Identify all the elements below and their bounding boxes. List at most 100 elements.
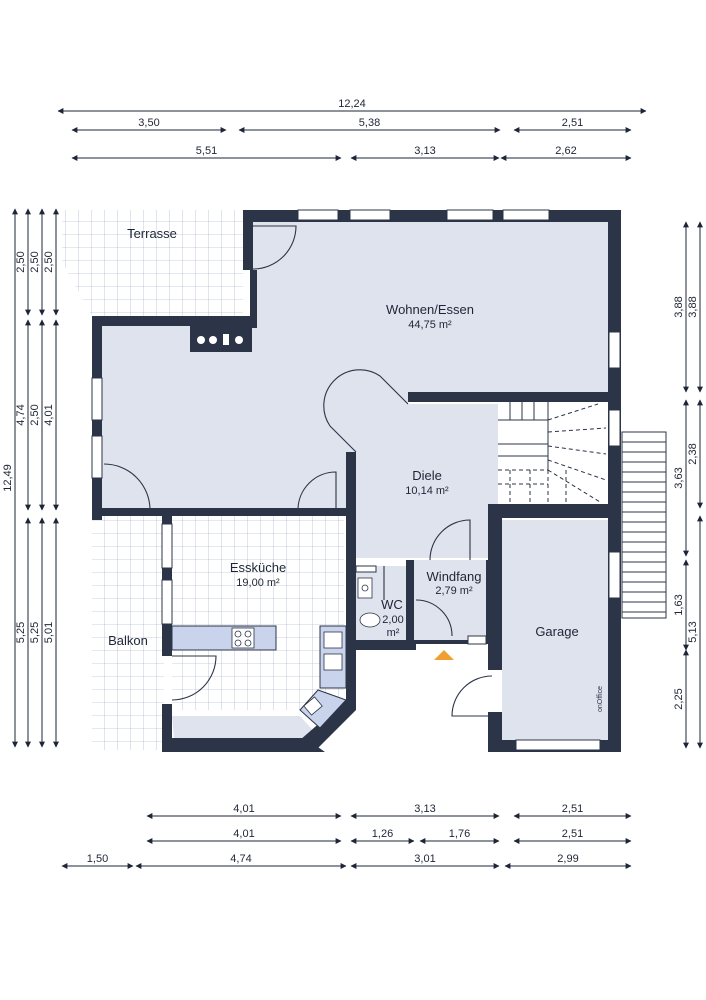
dim-bottom-row2: 2,51 (513, 828, 632, 844)
dim-left-col4: 5,01 (43, 517, 59, 748)
svg-text:5,25: 5,25 (15, 622, 27, 643)
balkon-floor (92, 516, 164, 750)
svg-text:3,88: 3,88 (687, 296, 699, 317)
wc-fixtures (357, 577, 381, 628)
dim-right-col2: 2,38 (687, 399, 703, 509)
svg-text:2,51: 2,51 (562, 803, 583, 815)
svg-text:1,76: 1,76 (449, 828, 470, 840)
doors (103, 225, 493, 717)
wohnen-essen-floor (100, 222, 608, 510)
room-name-wc: WC (381, 597, 403, 612)
svg-text:2,38: 2,38 (687, 443, 699, 464)
svg-text:2,50: 2,50 (29, 251, 41, 272)
dim-left-col2: 2,50 (15, 208, 31, 316)
room-name-balkon: Balkon (108, 633, 148, 648)
room-name-wohnen: Wohnen/Essen (386, 302, 474, 317)
dim-bottom-row3: 1,50 (61, 853, 134, 869)
dim-left-col3: 2,50 (29, 208, 45, 316)
room-name-diele: Diele (412, 468, 442, 483)
room-name-garage: Garage (535, 624, 578, 639)
dim-top-row2: 5,38 (238, 117, 501, 133)
svg-text:12,49: 12,49 (2, 464, 14, 492)
dimension-lines: 12,24 3,50 5,38 2,51 5,51 3,13 2,62 4,01 3,13 2,5… (2, 98, 703, 869)
dim-bottom-row1: 4,01 (146, 803, 342, 819)
svg-text:2,99: 2,99 (557, 853, 578, 865)
dim-right-col1: 2,25 (673, 649, 689, 749)
stairs-interior (498, 402, 608, 504)
dim-top-row3: 2,62 (500, 145, 632, 161)
dim-right-col2: 3,88 (687, 221, 703, 393)
svg-text:2,25: 2,25 (673, 688, 685, 709)
dim-bottom-row2: 1,76 (419, 828, 500, 844)
dim-top-row3: 5,51 (71, 145, 342, 161)
windows (91, 209, 621, 751)
svg-text:5,13: 5,13 (687, 621, 699, 642)
svg-text:3,63: 3,63 (673, 467, 685, 488)
diele-floor (356, 404, 498, 558)
esskueche-floor (172, 516, 344, 710)
kitchen-furniture (171, 625, 347, 729)
svg-text:4,01: 4,01 (233, 828, 254, 840)
svg-text:12,24: 12,24 (338, 98, 366, 110)
dim-bottom-row3: 4,74 (135, 853, 347, 869)
svg-text:2,50: 2,50 (29, 404, 41, 425)
dim-top-row2: 2,51 (513, 117, 632, 133)
room-area-esskueche: 19,00 m² (236, 577, 280, 589)
svg-text:2,62: 2,62 (555, 145, 576, 157)
svg-text:3,13: 3,13 (414, 803, 435, 815)
dim-right-col2: 5,13 (687, 515, 703, 749)
svg-text:3,50: 3,50 (138, 117, 159, 129)
svg-text:1,26: 1,26 (372, 828, 393, 840)
dim-left-col3: 2,50 (29, 319, 45, 511)
room-name-esskueche: Essküche (230, 560, 286, 575)
dim-left-col2: 4,74 (15, 319, 31, 511)
svg-text:5,51: 5,51 (196, 145, 217, 157)
svg-text:4,74: 4,74 (15, 404, 27, 425)
svg-text:3,01: 3,01 (414, 853, 435, 865)
dim-left-col4: 2,50 (43, 208, 59, 316)
svg-text:4,74: 4,74 (230, 853, 251, 865)
garage-floor (502, 520, 608, 740)
room-area-wc-line2: m² (387, 627, 400, 639)
stairs-exterior (621, 431, 667, 619)
dim-left-col2: 5,25 (15, 517, 31, 748)
room-area-wohnen: 44,75 m² (408, 319, 452, 331)
svg-text:1,63: 1,63 (673, 594, 685, 615)
watermark-logo: onOffice (597, 686, 604, 712)
dim-right-col1: 3,88 (673, 221, 689, 393)
svg-text:2,50: 2,50 (43, 251, 55, 272)
dim-top-row2: 3,50 (71, 117, 227, 133)
room-name-terrasse: Terrasse (127, 226, 177, 241)
entrance-arrow-icon (434, 650, 454, 660)
dim-top-row3: 3,13 (350, 145, 500, 161)
dim-right-col1: 3,63 (673, 399, 689, 557)
svg-text:4,01: 4,01 (43, 404, 55, 425)
room-area-wc-line1: 2,00 (382, 614, 403, 626)
room-name-windfang: Windfang (427, 569, 482, 584)
dim-right-col2: 1,63 (673, 559, 689, 651)
room-area-diele: 10,14 m² (405, 485, 449, 497)
kitchen-lower-floor (172, 716, 320, 738)
svg-text:5,01: 5,01 (43, 622, 55, 643)
svg-text:1,50: 1,50 (87, 853, 108, 865)
dim-bottom-row3: 3,01 (350, 853, 500, 869)
terrasse-floor (62, 210, 245, 316)
dim-left-total: 12,49 (2, 208, 18, 748)
dim-bottom-row1: 2,51 (513, 803, 632, 819)
svg-text:5,38: 5,38 (359, 117, 380, 129)
svg-text:2,51: 2,51 (562, 117, 583, 129)
dim-bottom-row1: 3,13 (350, 803, 500, 819)
svg-text:2,50: 2,50 (15, 251, 27, 272)
svg-text:4,01: 4,01 (233, 803, 254, 815)
dim-left-col3: 5,25 (29, 517, 45, 748)
svg-text:5,25: 5,25 (29, 622, 41, 643)
dim-bottom-row2: 4,01 (146, 828, 342, 844)
svg-text:3,13: 3,13 (414, 145, 435, 157)
dim-left-col4: 4,01 (43, 319, 59, 511)
dim-top-total: 12,24 (57, 98, 647, 114)
room-area-windfang: 2,79 m² (435, 585, 473, 597)
svg-text:2,51: 2,51 (562, 828, 583, 840)
dim-bottom-row3: 2,99 (504, 853, 632, 869)
svg-text:3,88: 3,88 (673, 296, 685, 317)
